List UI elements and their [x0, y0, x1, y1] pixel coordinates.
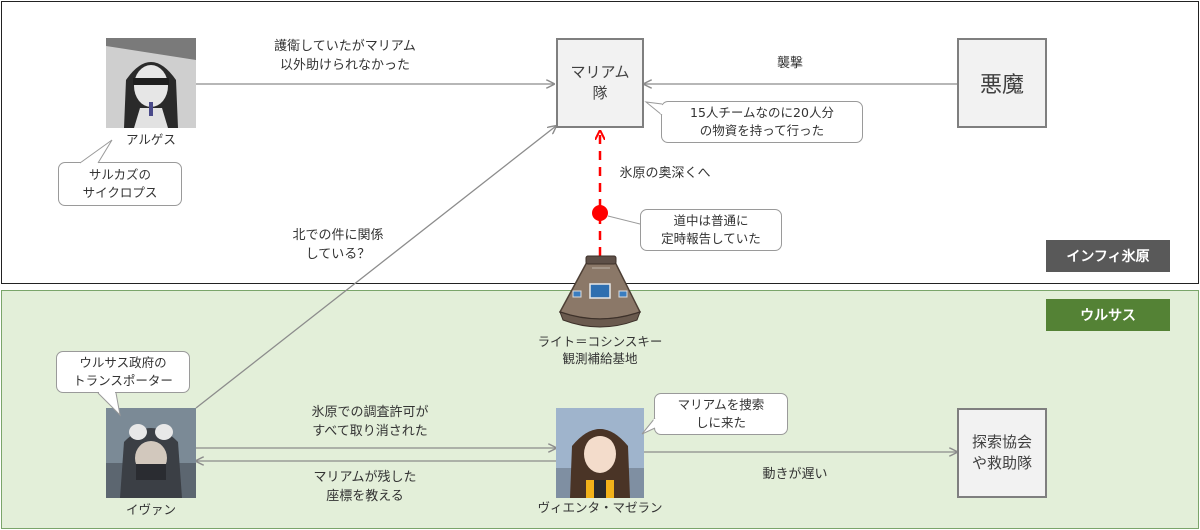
edge-label-deep: 氷原の奥深くへ — [619, 166, 711, 181]
demon-box: 悪魔 — [957, 38, 1047, 128]
bubble-regular-report: 道中は普通に 定時報告していた — [640, 209, 782, 251]
bubble-sarkaz-cyclops: サルカズの サイクロプス — [58, 162, 182, 206]
mariam-team-box: マリアム 隊 — [556, 38, 644, 128]
report-point-connector — [607, 215, 641, 225]
search-org-box: 探索協会 や救助隊 — [957, 408, 1047, 498]
bubble-sarkaz-tail — [79, 139, 113, 165]
edge-label-coords: マリアムが残した 座標を教える — [313, 470, 417, 504]
magellan-portrait — [556, 408, 644, 498]
bubble-team-tail — [644, 101, 663, 116]
edge-label-slow: 動きが遅い — [762, 467, 828, 482]
arguess-avatar-icon — [106, 38, 196, 128]
base-caption: ライト＝コシンスキー 観測補給基地 — [537, 334, 663, 366]
region-label-ursus: ウルサス — [1046, 299, 1170, 331]
ivan-portrait — [106, 408, 196, 498]
edge-label-north: 北での件に関係 している？ — [292, 228, 384, 262]
bubble-team-supplies: 15人チームなのに20人分 の物資を持って行った — [661, 101, 863, 143]
bubble-searching-mariam: マリアムを捜索 しに来た — [654, 393, 788, 435]
magellan-avatar-icon — [556, 408, 644, 498]
bubble-transporter-tail — [97, 391, 121, 417]
edge-label-cancelled: 氷原での調査許可が すべて取り消された — [311, 405, 429, 439]
magellan-caption: ヴィエンタ・マゼラン — [537, 500, 663, 515]
bubble-searching-tail — [641, 417, 656, 435]
edge-label-attack: 襲撃 — [776, 56, 803, 71]
region-label-infi-ice-field: インフィ氷原 — [1046, 240, 1170, 272]
edge-label-escort: 護衛していたがマリアム 以外助けられなかった — [274, 39, 416, 73]
bubble-ursus-transporter: ウルサス政府の トランスポーター — [56, 351, 190, 393]
arguess-caption: アルゲス — [126, 132, 176, 147]
observation-base-icon — [558, 255, 642, 328]
ivan-caption: イヴァン — [125, 502, 176, 517]
ivan-avatar-icon — [106, 408, 196, 498]
report-point — [592, 205, 608, 221]
arguess-portrait — [106, 38, 196, 128]
edge-ivan-to-mariam — [195, 126, 556, 409]
